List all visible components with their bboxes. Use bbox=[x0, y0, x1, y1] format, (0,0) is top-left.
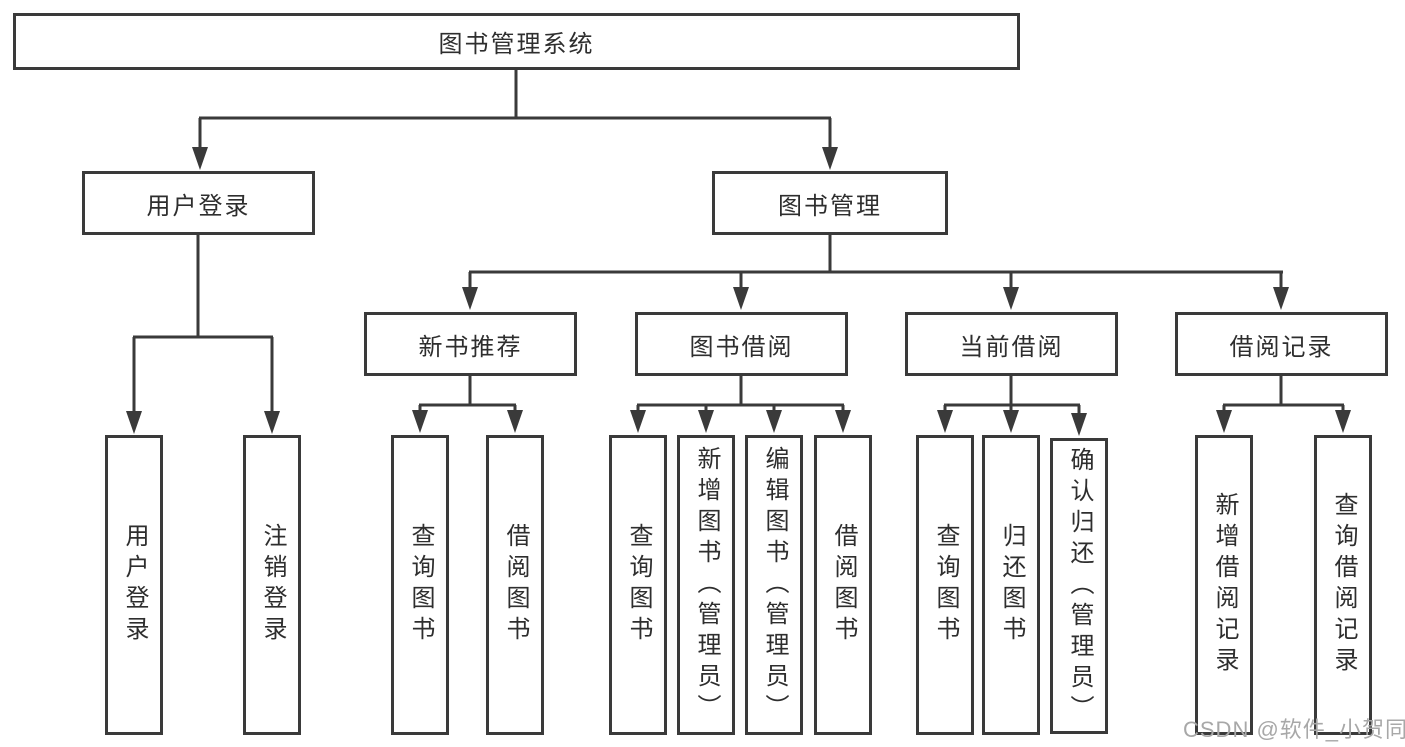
leaf-edit-books-admin: 编辑图书（管理员） bbox=[745, 435, 803, 735]
leaf-label: 确认归还（管理员） bbox=[1066, 446, 1093, 726]
leaf-query-books-recommend: 查询图书 bbox=[391, 435, 449, 735]
csdn-watermark: CSDN @软件_小贺同学 bbox=[1183, 717, 1405, 742]
leaf-query-borrow-record: 查询借阅记录 bbox=[1314, 435, 1372, 735]
node-current-borrow: 当前借阅 bbox=[905, 312, 1118, 376]
node-user-login: 用户登录 bbox=[82, 171, 315, 235]
leaf-label: 借阅图书 bbox=[502, 523, 529, 647]
leaf-label: 用户登录 bbox=[121, 523, 148, 647]
leaf-query-books-borrow: 查询图书 bbox=[609, 435, 667, 735]
leaf-return-books: 归还图书 bbox=[982, 435, 1040, 735]
node-root: 图书管理系统 bbox=[13, 13, 1020, 70]
leaf-borrow-books-recommend: 借阅图书 bbox=[486, 435, 544, 735]
leaf-label: 编辑图书（管理员） bbox=[761, 445, 788, 725]
leaf-label: 查询借阅记录 bbox=[1330, 492, 1357, 678]
node-book-borrow: 图书借阅 bbox=[635, 312, 848, 376]
leaf-add-borrow-record: 新增借阅记录 bbox=[1195, 435, 1253, 735]
leaf-borrow-books: 借阅图书 bbox=[814, 435, 872, 735]
leaf-confirm-return-admin: 确认归还（管理员） bbox=[1050, 438, 1108, 734]
node-new-book-recommend: 新书推荐 bbox=[364, 312, 577, 376]
leaf-label: 新增借阅记录 bbox=[1211, 492, 1238, 678]
node-borrow-records: 借阅记录 bbox=[1175, 312, 1388, 376]
node-book-management: 图书管理 bbox=[712, 171, 948, 235]
leaf-label: 注销登录 bbox=[259, 523, 286, 647]
leaf-label: 新增图书（管理员） bbox=[693, 445, 720, 725]
leaf-label: 借阅图书 bbox=[830, 523, 857, 647]
leaf-label: 查询图书 bbox=[932, 523, 959, 647]
leaf-add-books-admin: 新增图书（管理员） bbox=[677, 435, 735, 735]
leaf-logout: 注销登录 bbox=[243, 435, 301, 735]
leaf-user-login: 用户登录 bbox=[105, 435, 163, 735]
leaf-label: 归还图书 bbox=[998, 523, 1025, 647]
arrowheads bbox=[126, 147, 1351, 436]
leaf-query-books-current: 查询图书 bbox=[916, 435, 974, 735]
leaf-label: 查询图书 bbox=[407, 523, 434, 647]
leaf-label: 查询图书 bbox=[625, 523, 652, 647]
